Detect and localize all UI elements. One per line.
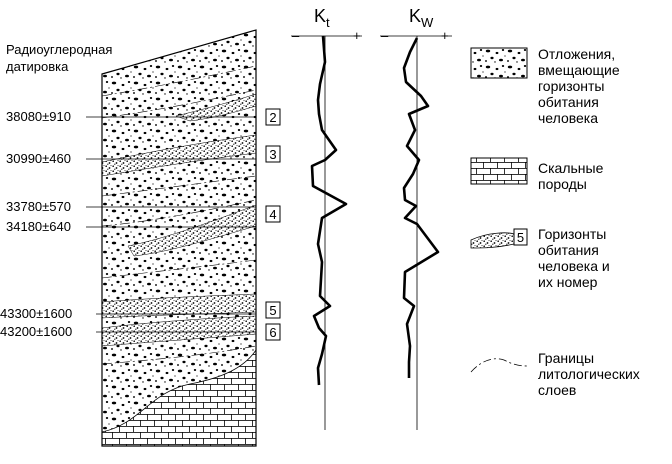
legend-line: Границы bbox=[538, 350, 594, 366]
horizon-3-lens bbox=[102, 134, 256, 177]
bedrock bbox=[102, 348, 256, 446]
horizon-4-lens bbox=[127, 204, 256, 257]
kw-curve-line bbox=[402, 37, 440, 378]
horizon-number: 6 bbox=[269, 325, 276, 340]
column-title-line-2: датировка bbox=[6, 59, 69, 74]
legend-horizon-label: Горизонты обитания человека и их номер bbox=[538, 226, 610, 290]
date-label: 38080±910 bbox=[6, 109, 71, 124]
layer-boundaries bbox=[102, 65, 256, 365]
kt-curve-panel: Kt – + bbox=[291, 6, 362, 430]
kt-curve-line bbox=[310, 35, 348, 386]
legend-line: вмещающие bbox=[538, 62, 620, 78]
legend-bedrock-label: Скальные породы bbox=[538, 160, 603, 192]
horizon-5-lens bbox=[102, 293, 256, 319]
kw-symbol: KW bbox=[409, 6, 434, 30]
legend-line: человека bbox=[538, 110, 599, 126]
horizon-number: 4 bbox=[269, 207, 276, 222]
kw-curve-panel: KW – + bbox=[380, 6, 452, 430]
legend-horizon-number-box bbox=[513, 228, 528, 246]
column-title-line-1: Радиоуглеродная bbox=[6, 42, 112, 57]
kw-minus: – bbox=[381, 28, 389, 43]
legend-horizon-swatch bbox=[470, 232, 515, 249]
legend-line: обитания bbox=[538, 242, 599, 258]
horizon-number: 5 bbox=[269, 303, 276, 318]
legend-line: обитания bbox=[538, 94, 599, 110]
date-label: 43300±1600 bbox=[0, 306, 72, 321]
radiocarbon-dates: 38080±910 30990±460 33780±570 34180±640 … bbox=[0, 109, 256, 339]
legend-boundary-label: Границы литологических слоев bbox=[538, 350, 640, 398]
legend-line: литологических bbox=[538, 366, 640, 382]
legend-sediment-label: Отложения, вмещающие горизонты обитания … bbox=[538, 46, 620, 126]
legend-boundary-line bbox=[470, 358, 528, 373]
legend-line: их номер bbox=[538, 274, 598, 290]
kt-plus: + bbox=[353, 28, 361, 43]
kw-plus: + bbox=[441, 28, 449, 43]
legend-line: Горизонты bbox=[538, 226, 607, 242]
date-label: 34180±640 bbox=[6, 219, 71, 234]
legend-line: человека и bbox=[538, 258, 610, 274]
legend-line: породы bbox=[538, 176, 587, 192]
date-label: 33780±570 bbox=[6, 199, 71, 214]
horizon-number-boxes: 2 3 4 5 6 bbox=[265, 108, 281, 341]
legend-bedrock-swatch bbox=[470, 157, 528, 185]
horizon-6-lens bbox=[102, 315, 256, 347]
horizon-number: 3 bbox=[269, 147, 276, 162]
date-label: 30990±460 bbox=[6, 151, 71, 166]
legend-line: Скальные bbox=[538, 160, 604, 176]
horizon-2-lens bbox=[175, 93, 256, 122]
horizon-number: 2 bbox=[269, 110, 276, 125]
legend-symbols: 5 bbox=[470, 47, 528, 373]
legend-line: Отложения, bbox=[538, 46, 616, 62]
kt-symbol: Kt bbox=[314, 6, 330, 30]
kt-minus: – bbox=[292, 28, 300, 43]
lithological-column bbox=[101, 29, 257, 447]
column-outline bbox=[101, 29, 257, 447]
date-label: 43200±1600 bbox=[0, 324, 72, 339]
legend-line: горизонты bbox=[538, 78, 605, 94]
legend-line: слоев bbox=[538, 382, 577, 398]
legend-horizon-number: 5 bbox=[517, 230, 524, 245]
legend-sediment-swatch bbox=[470, 47, 528, 79]
